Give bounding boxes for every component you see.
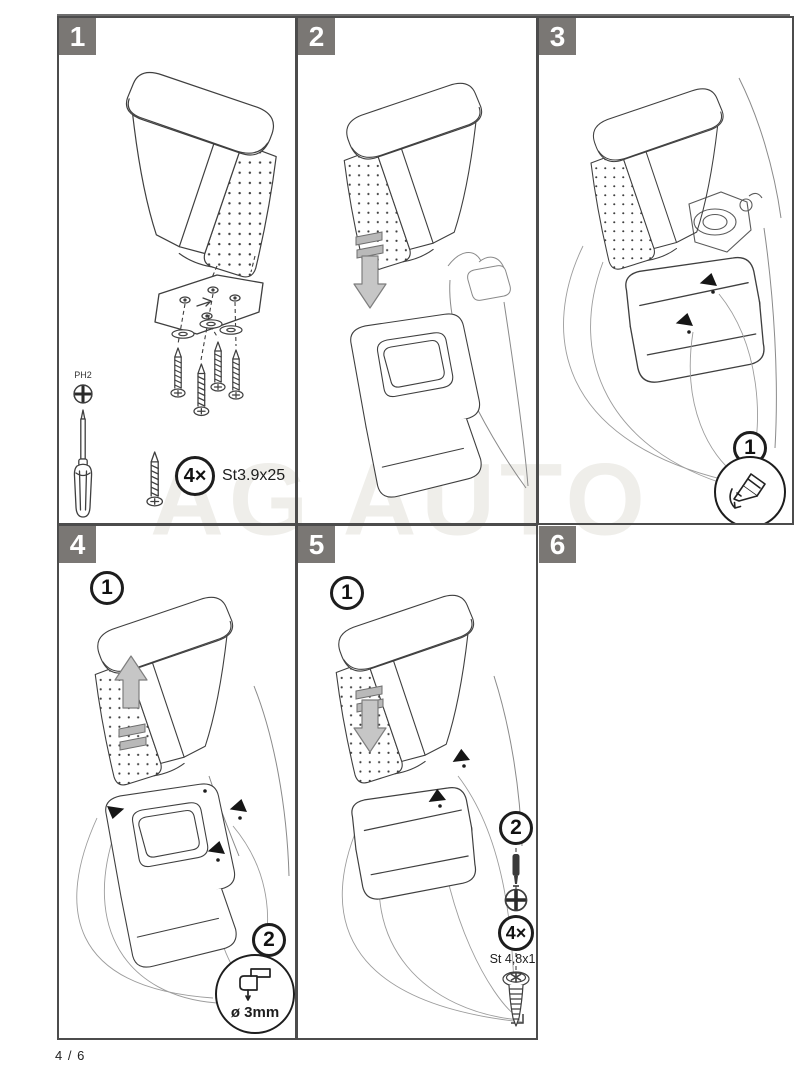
- screw-spec-label: St3.9x25: [222, 467, 286, 484]
- washer-icon: [199, 319, 223, 329]
- callout-step-1: 1: [90, 571, 124, 605]
- callout-step-2: 2: [252, 923, 286, 957]
- kit-screw-icon: [146, 451, 164, 507]
- step-panel-5: 5 1 2 4× St 4,8x16: [296, 524, 538, 1040]
- console-base-drawing: [350, 313, 482, 498]
- phillips-bit-icon: [72, 383, 94, 405]
- screw-spec-label: St 4,8x16: [489, 952, 538, 966]
- callout-step-1: 1: [330, 576, 364, 610]
- mark-points-pictogram: [714, 456, 786, 523]
- drill-pictogram: ø 3mm: [215, 954, 295, 1034]
- step-5-illustration: [335, 594, 530, 1027]
- step-number-badge: 2: [298, 18, 335, 55]
- step-number-badge: 4: [59, 526, 96, 563]
- step-1-illustration: [72, 71, 277, 518]
- armrest-drawing: [94, 596, 234, 786]
- screw-icon: [210, 341, 226, 392]
- step-number-badge: 6: [539, 526, 576, 563]
- console-base-drawing: [351, 787, 477, 900]
- callout-step-2: 2: [499, 811, 533, 845]
- bit-size-label: PH2: [74, 370, 92, 380]
- screwdriver-icon: [73, 409, 93, 518]
- drill-icon: [239, 968, 271, 1001]
- phillips-head-icon: [503, 887, 529, 913]
- console-base-drawing: [625, 256, 765, 383]
- quantity-badge: 4×: [498, 915, 534, 951]
- armrest-drawing: [125, 71, 277, 278]
- step-number-badge: 3: [539, 18, 576, 55]
- black-arrow-icon: [449, 747, 470, 768]
- bit-icon: [511, 853, 521, 887]
- step-number-badge: 5: [298, 526, 335, 563]
- step-panel-1: 1 PH2 4× St3.9x25: [57, 16, 297, 525]
- screw-icon: [228, 349, 244, 400]
- screw-icon: [170, 347, 186, 398]
- step-panel-2: 2: [296, 16, 538, 525]
- screw-icon: [193, 363, 210, 417]
- step-2-illustration: [343, 82, 529, 498]
- drill-spec-label: ø 3mm: [230, 1004, 280, 1021]
- page-indicator: 4 / 6: [55, 1048, 86, 1063]
- quantity-badge: 4×: [175, 456, 215, 496]
- step-panel-6: 6: [537, 524, 790, 1036]
- console-base-drawing: [105, 783, 237, 968]
- step-panel-3: 3 1: [537, 16, 794, 525]
- marker-pen-icon: [729, 473, 766, 509]
- step-number-badge: 1: [59, 18, 96, 55]
- armrest-drawing: [335, 594, 475, 784]
- step-panel-4: 4 1 2 ø 3mm: [57, 524, 297, 1040]
- page-top-rule: [57, 14, 790, 16]
- black-arrow-icon: [227, 798, 247, 817]
- washer-icon: [171, 329, 195, 339]
- tapping-screw-icon: [502, 971, 530, 1027]
- washer-icon: [219, 325, 243, 335]
